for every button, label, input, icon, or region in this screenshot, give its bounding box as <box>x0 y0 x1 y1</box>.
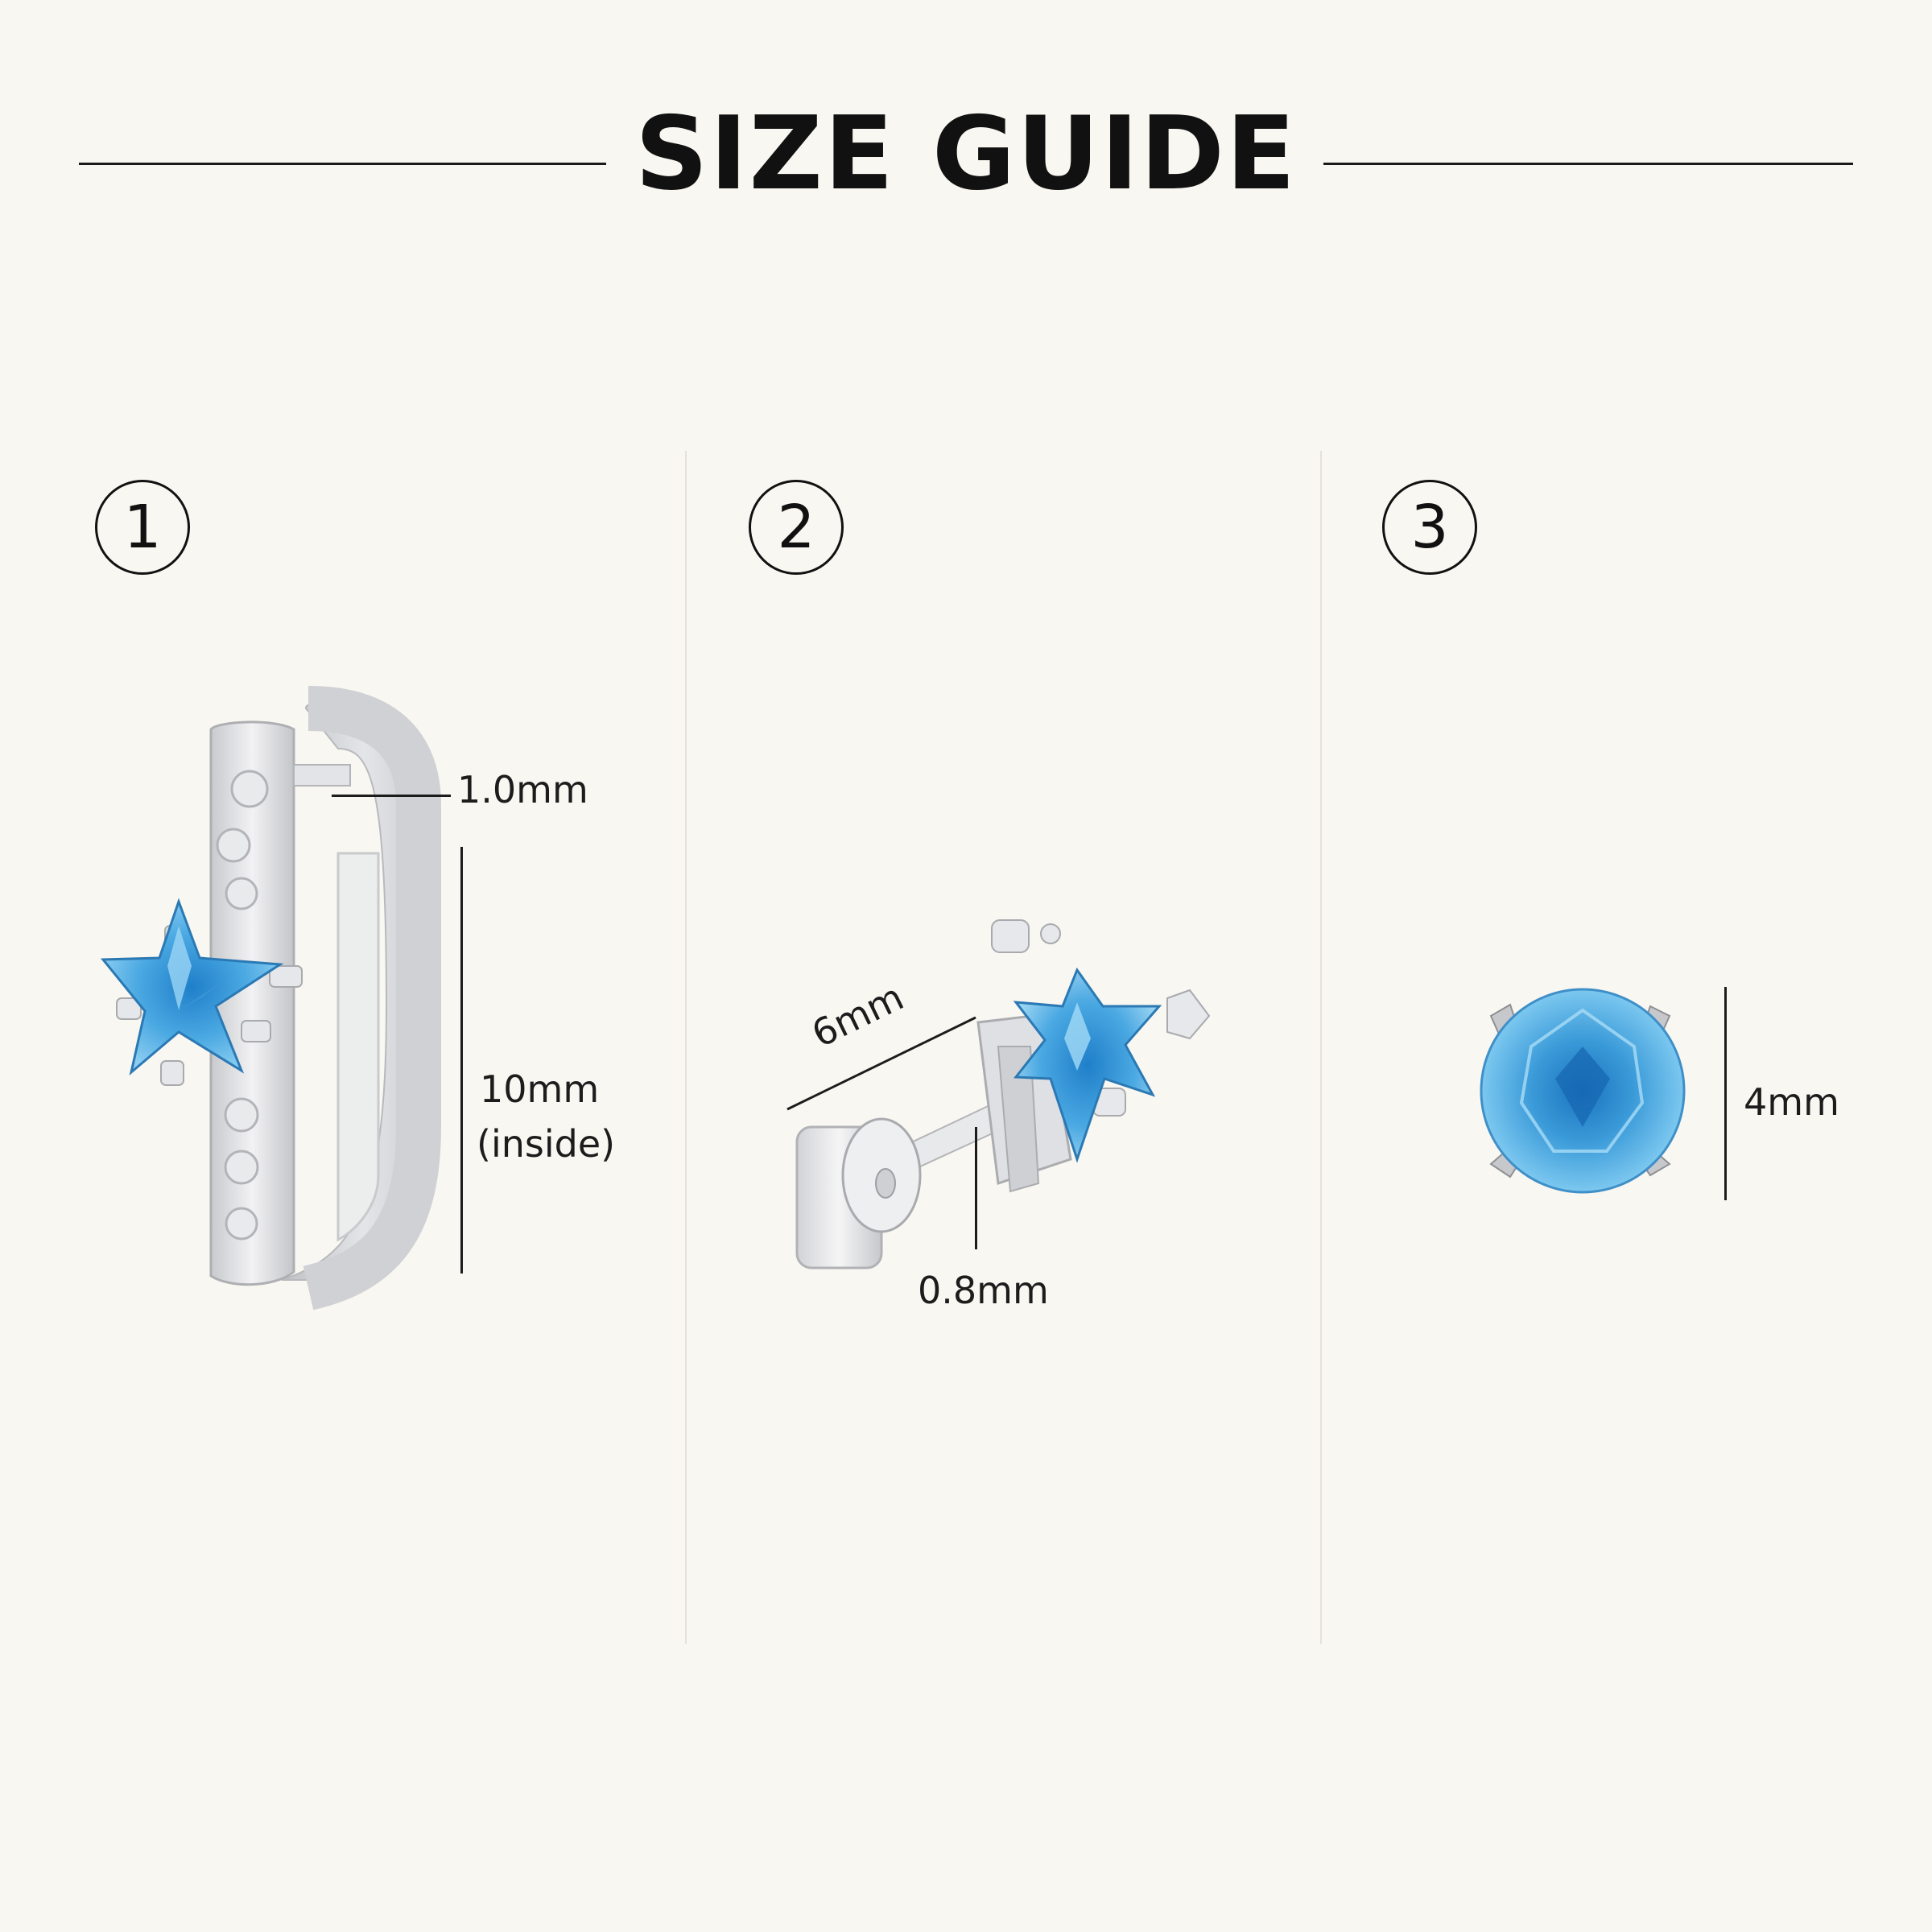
step-number-1: 1 <box>95 480 190 575</box>
page-title: SIZE GUIDE <box>634 94 1298 213</box>
inner-diameter-label: 10mm <box>480 1067 600 1111</box>
wire-dimension-line <box>332 795 451 797</box>
column-divider-1 <box>685 451 687 1644</box>
post-thickness-label: 0.8mm <box>918 1269 1049 1312</box>
stone-size-label: 4mm <box>1744 1080 1839 1124</box>
inner-diameter-note: (inside) <box>477 1122 616 1166</box>
header-rule-right <box>1323 163 1853 165</box>
step-number-3: 3 <box>1382 480 1477 575</box>
step-number-2: 2 <box>749 480 844 575</box>
inner-diameter-dimension-line <box>460 847 463 1274</box>
wire-thickness-label: 1.0mm <box>457 768 588 811</box>
column-divider-2 <box>1320 451 1322 1644</box>
header-rule-left <box>79 163 606 165</box>
post-thickness-dimension-line <box>975 1127 977 1249</box>
stone-dimension-line <box>1724 987 1727 1200</box>
